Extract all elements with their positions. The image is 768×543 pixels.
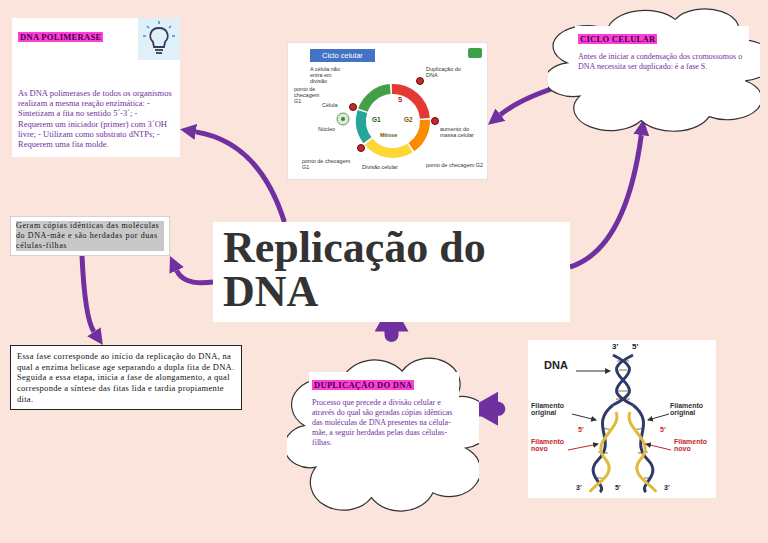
figure-label: 3' bbox=[664, 484, 674, 491]
figure-label: Filamento original bbox=[531, 402, 573, 417]
figure-label: Núcleo bbox=[318, 127, 342, 133]
cycle-arc bbox=[411, 120, 425, 147]
figure-label: Célula bbox=[322, 103, 346, 109]
cycle-arc bbox=[363, 89, 390, 110]
cloud-shape bbox=[287, 358, 479, 511]
cycle-arc bbox=[369, 142, 411, 153]
cycle-arc bbox=[392, 89, 425, 118]
box-node: Replicação do DNA bbox=[213, 222, 570, 322]
cloud-text-panel: DUPLICAÇÃO DO DNA Processo que precede a … bbox=[309, 372, 459, 450]
figure-label: 5' bbox=[632, 343, 642, 351]
box-node: Geram cópias idênticas das moléculas do … bbox=[10, 216, 170, 256]
box-node: DNA 3' 5' Filamento original Filamento origi… bbox=[528, 340, 716, 498]
figure-label: 5' bbox=[578, 426, 588, 433]
note-text: Geram cópias idênticas das moléculas do … bbox=[16, 221, 164, 251]
figure-label: ponto de checagem G1 bbox=[302, 159, 358, 171]
figure-label: Duplicação do DNA bbox=[426, 67, 466, 79]
cloud-node: CICLO CELULAR Antes de iniciar a condensa… bbox=[548, 4, 760, 132]
cloud-heading: DUPLICAÇÃO DO DNA bbox=[312, 380, 414, 390]
figure-label: A célula não entra em divisão bbox=[310, 67, 350, 84]
box-body: As DNA polimerases de todos os organismo… bbox=[18, 88, 174, 149]
central-title: Replicação do DNA bbox=[223, 226, 560, 314]
box-heading: DNA POLIMERASE bbox=[18, 32, 103, 42]
note-text: Essa fase corresponde ao início da repli… bbox=[17, 351, 235, 404]
box-node: Ciclo celular A célula não entra em divis… bbox=[287, 42, 488, 180]
curved-arrow bbox=[177, 271, 213, 283]
figure-label: Filamento novo bbox=[531, 438, 571, 453]
curved-arrow bbox=[570, 135, 641, 267]
cycle-arcs bbox=[361, 89, 425, 153]
figure-label: 3' bbox=[612, 343, 622, 351]
cloud-body: Processo que precede a divisão celular e… bbox=[312, 398, 456, 448]
figure-label: 3' bbox=[576, 484, 586, 491]
figure-label: 5' bbox=[660, 426, 670, 433]
box-node: Essa fase corresponde ao início da repli… bbox=[10, 345, 242, 410]
figure-label: Filamento novo bbox=[674, 438, 714, 453]
block-arrow bbox=[385, 322, 399, 335]
cloud-text-panel: CICLO CELULAR Antes de iniciar a condensa… bbox=[575, 26, 749, 74]
curved-arrow bbox=[196, 132, 285, 222]
cloud-node: DUPLICAÇÃO DO DNA Processo que precede a … bbox=[287, 352, 479, 512]
figure-label: aumento do massa celular bbox=[440, 127, 482, 139]
figure-label: G1 bbox=[372, 117, 386, 124]
lightbulb-icon bbox=[138, 18, 180, 60]
figure-label: Divisão celular bbox=[362, 165, 412, 171]
figure-label: Mitose bbox=[380, 133, 402, 139]
cloud-shape bbox=[548, 9, 760, 131]
cloud-heading: CICLO CELULAR bbox=[578, 34, 657, 44]
figure-label: Filamento original bbox=[670, 402, 714, 417]
figure-label: G2 bbox=[404, 117, 418, 124]
figure-label: S bbox=[398, 97, 408, 104]
figure-label: 5' bbox=[615, 484, 625, 491]
cloud-body: Antes de iniciar a condensação dos cromo… bbox=[578, 52, 746, 72]
figure-label: ponto de checagem G1 bbox=[294, 87, 324, 104]
figure-title: Ciclo celular bbox=[310, 49, 375, 62]
box-node: DNA POLIMERASE As DNA polimerases de todo… bbox=[12, 18, 180, 157]
curved-arrow bbox=[82, 256, 94, 332]
figure-label: DNA bbox=[544, 359, 568, 371]
figure-label: ponto de checagem G2 bbox=[426, 163, 486, 169]
cycle-arc bbox=[361, 112, 367, 141]
